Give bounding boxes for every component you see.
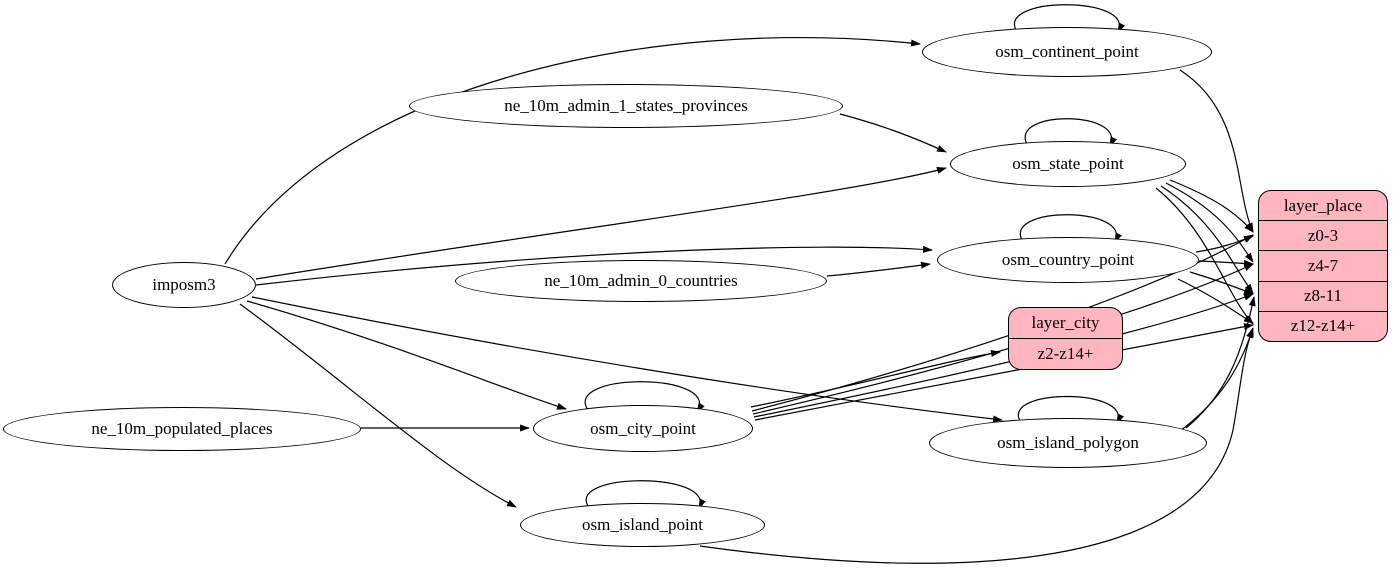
edge-ne_10m_admin_1_states_provinces-to-osm_state_point (839, 113, 947, 153)
edge-osm_country_point-to-osm_country_point (1019, 214, 1122, 243)
edge-osm_island_polygon-to-osm_island_polygon (1017, 395, 1125, 424)
edge-osm_island_point-to-osm_island_point (585, 480, 706, 509)
edge-osm_country_point-to-layer_place-z12-z14+ (1177, 278, 1254, 324)
node-osm-city-point-label: osm_city_point (590, 418, 696, 438)
node-ne-10m-admin-0-countries-label: ne_10m_admin_0_countries (544, 271, 738, 290)
node-osm-island-point[interactable]: osm_island_point (520, 503, 765, 547)
edge-osm_state_point-to-layer_place-z4-7 (1165, 182, 1254, 263)
edge-osm_state_point-to-osm_state_point (1024, 118, 1117, 147)
edge-imposm3-to-osm_island_polygon (251, 296, 1003, 423)
edge-osm_city_point-to-layer_place-z8-11 (753, 293, 1254, 418)
edge-osm_country_point-to-layer_place-z4-7 (1198, 259, 1254, 267)
edge-osm_country_point-to-layer_place-z8-11 (1189, 271, 1254, 295)
edge-osm_continent_point-to-layer_place-z0-3 (1179, 69, 1254, 233)
edge-osm_island_polygon-to-layer_place-z8-11 (1185, 296, 1256, 429)
node-osm-island-polygon[interactable]: osm_island_polygon (929, 418, 1207, 468)
edge-osm_city_point-to-layer_place-z12-z14+ (754, 323, 1254, 421)
node-osm-island-polygon-label: osm_island_polygon (997, 433, 1139, 452)
edge-imposm3-to-osm_country_point (255, 245, 933, 286)
edge-osm_city_point-to-layer_city-z2-z14+ (750, 350, 1001, 408)
edge-osm_city_point-to-osm_city_point (584, 381, 705, 413)
edge-imposm3-to-osm_continent_point (224, 37, 921, 265)
edge-osm_state_point-to-layer_place-z0-3 (1169, 179, 1254, 233)
layer-place-row-z8-11[interactable]: z8-11 (1259, 280, 1387, 311)
layer-place-title: layer_place (1283, 195, 1363, 215)
node-ne-10m-admin-0-countries[interactable]: ne_10m_admin_0_countries (455, 260, 827, 302)
node-layer-city[interactable]: layer_city z2-z14+ (1008, 307, 1123, 370)
node-osm-state-point[interactable]: osm_state_point (950, 141, 1186, 187)
node-osm-state-point-label: osm_state_point (1012, 154, 1124, 173)
node-ne-10m-admin-1-states-provinces-label: ne_10m_admin_1_states_provinces (504, 96, 748, 115)
edge-imposm3-to-osm_island_point (239, 303, 517, 508)
edge-osm_island_point-to-layer_place-z12-z14+ (699, 328, 1254, 564)
node-osm-country-point[interactable]: osm_country_point (937, 237, 1199, 283)
edge-imposm3-to-osm_city_point (246, 300, 567, 410)
node-ne-10m-populated-places[interactable]: ne_10m_populated_places (3, 407, 361, 451)
edge-osm_state_point-to-layer_place-z8-11 (1160, 185, 1254, 294)
node-imposm3-label: imposm3 (152, 275, 216, 294)
node-ne-10m-admin-1-states-provinces[interactable]: ne_10m_admin_1_states_provinces (409, 84, 843, 128)
edge-osm_continent_point-to-osm_continent_point (1013, 4, 1126, 33)
edge-imposm3-to-osm_state_point (255, 167, 947, 280)
node-osm-city-point[interactable]: osm_city_point (533, 405, 753, 452)
layer-city-row-z2-z14[interactable]: z2-z14+ (1009, 338, 1122, 369)
node-osm-island-point-label: osm_island_point (582, 515, 703, 534)
layer-place-row-z0-3[interactable]: z0-3 (1259, 220, 1387, 250)
node-osm-country-point-label: osm_country_point (1001, 250, 1135, 269)
layer-place-row-z4-7[interactable]: z4-7 (1259, 250, 1387, 280)
edge-ne_10m_admin_0_countries-to-osm_country_point (826, 261, 931, 277)
node-imposm3[interactable]: imposm3 (112, 262, 256, 308)
node-osm-continent-point-label: osm_continent_point (995, 42, 1139, 61)
node-layer-place[interactable]: layer_place z0-3 z4-7 z8-11 z12-z14+ (1258, 190, 1388, 342)
node-osm-continent-point[interactable]: osm_continent_point (922, 27, 1212, 77)
node-ne-10m-populated-places-label: ne_10m_populated_places (91, 419, 273, 438)
layer-city-title: layer_city (1031, 313, 1100, 332)
layer-place-row-z12-z14[interactable]: z12-z14+ (1259, 310, 1387, 341)
